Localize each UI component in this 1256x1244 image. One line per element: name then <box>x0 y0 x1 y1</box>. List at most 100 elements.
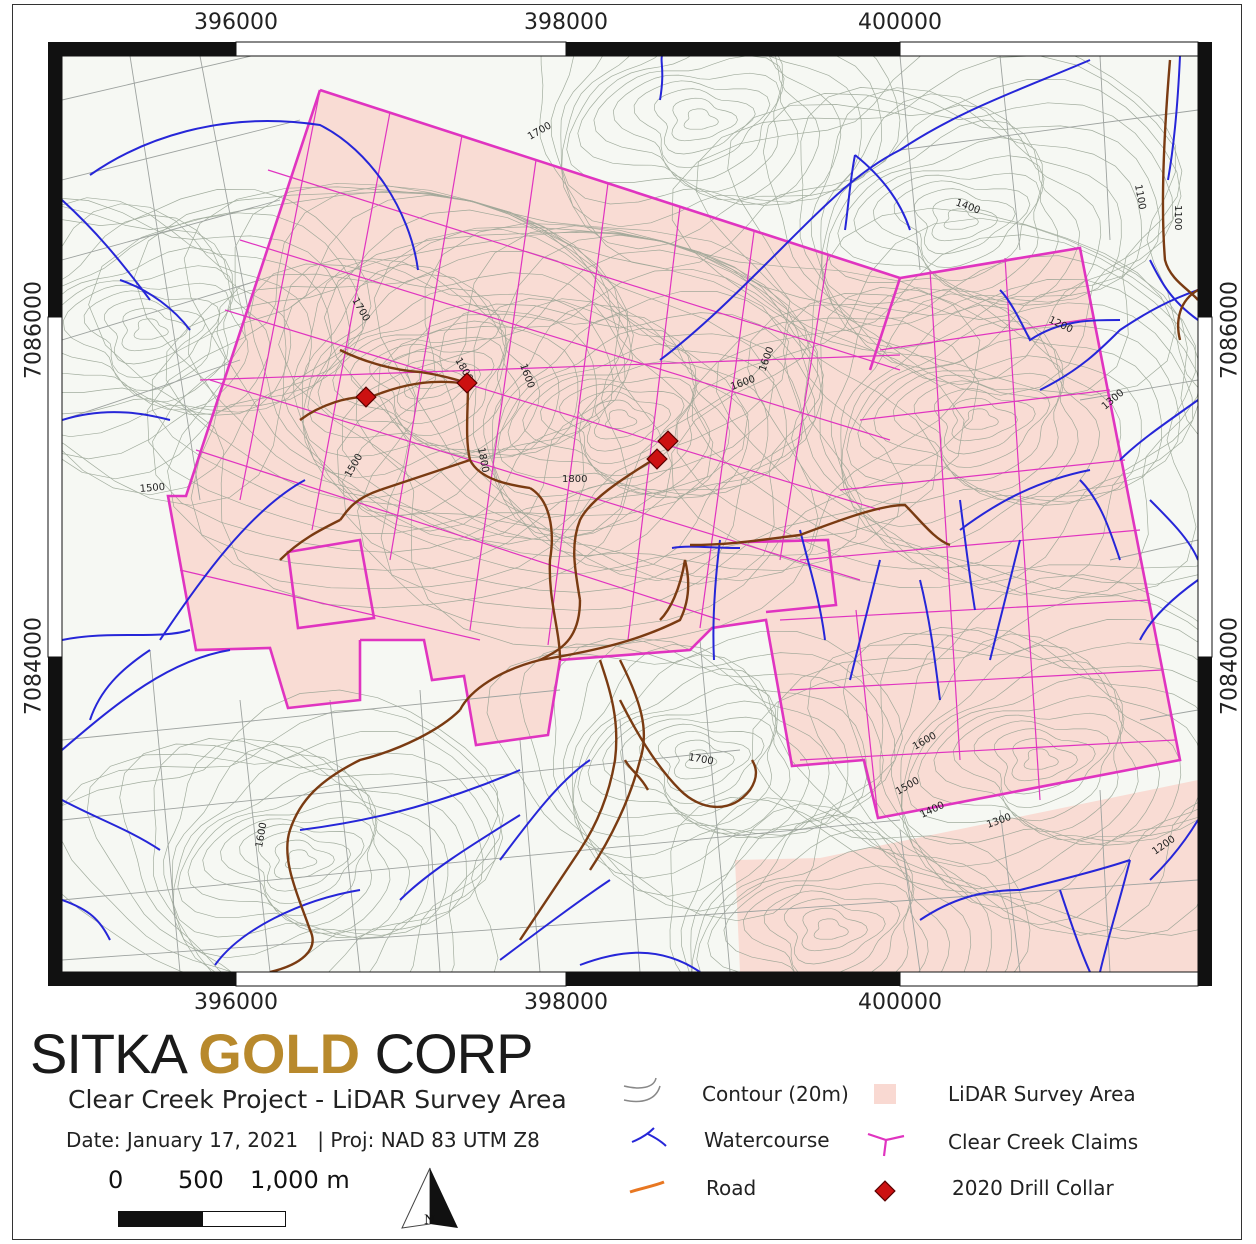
contour-line <box>671 207 1198 588</box>
contour-line <box>62 214 292 416</box>
contour-line <box>684 749 718 769</box>
clear-creek-claims <box>166 88 1182 820</box>
northing-label-left: 7086000 <box>21 281 47 379</box>
contour-line <box>323 232 979 630</box>
contour-line <box>837 137 1059 301</box>
contour-line <box>671 97 738 142</box>
contour-line <box>658 730 752 792</box>
contour-line <box>873 355 1065 493</box>
contour-line <box>900 633 1198 868</box>
contour-line <box>62 282 231 392</box>
contour-lines <box>62 56 1198 972</box>
contour-line <box>1023 748 1059 770</box>
contour-line <box>62 203 312 438</box>
contour-line <box>879 627 1198 910</box>
drill-collar-icon <box>874 1180 896 1202</box>
contour-label: 1500 <box>139 482 165 495</box>
contour-line <box>550 56 883 250</box>
contour-label: 1800 <box>475 447 490 474</box>
contour-line <box>355 249 819 582</box>
contour-line <box>892 372 1061 482</box>
northing-label-left: 7084000 <box>21 617 47 715</box>
contour-line <box>561 56 842 206</box>
contour-line <box>952 712 1121 822</box>
contour-label: 1100 <box>1172 205 1183 230</box>
contour-line <box>846 319 1101 505</box>
drill-collars <box>355 372 679 470</box>
contour-line <box>577 56 799 201</box>
contour-line <box>813 918 849 940</box>
contour-line <box>906 659 1161 845</box>
contour-line <box>369 343 495 425</box>
contour-line <box>890 627 1198 890</box>
contour-line <box>762 93 1174 386</box>
contour-line <box>917 677 1139 841</box>
contour-line <box>566 56 821 205</box>
contour-line <box>690 803 992 972</box>
contour-line <box>133 318 169 340</box>
claims-icon <box>867 1132 905 1157</box>
map-title: Clear Creek Project - LiDAR Survey Area <box>68 1085 567 1114</box>
drill-collar-marker[interactable] <box>646 448 668 470</box>
legend-label-drill: 2020 Drill Collar <box>952 1176 1114 1200</box>
contour-line <box>577 668 811 838</box>
lidar-main-polygon <box>168 90 1180 818</box>
easting-label-top: 400000 <box>858 10 942 35</box>
contour-line <box>472 298 804 557</box>
contour-label: 1700 <box>687 752 714 767</box>
claim-inner-block <box>286 538 376 630</box>
contour-line <box>163 738 467 972</box>
contour-line <box>414 369 448 389</box>
contour-line <box>973 720 1111 809</box>
drill-collar-marker[interactable] <box>355 386 377 408</box>
contour-line <box>104 298 206 365</box>
north-arrow-icon: N <box>401 1167 458 1229</box>
north-arrow-label: N <box>424 1213 435 1228</box>
contour-line <box>826 119 1081 305</box>
contour-line <box>727 79 1182 396</box>
contour-line <box>633 80 771 169</box>
contour-line <box>587 683 791 834</box>
contour-line <box>820 93 1122 328</box>
contour-line <box>62 189 372 506</box>
contour-line <box>119 743 496 972</box>
map-canvas[interactable]: 1700 1400 1100 1100 1700 1200 1800 1600 … <box>0 0 1256 1000</box>
legend-label-claims: Clear Creek Claims <box>948 1130 1139 1154</box>
contour-line <box>933 695 1125 833</box>
contour-line <box>519 643 896 912</box>
contour-line <box>439 303 816 572</box>
contour-line <box>853 155 1045 293</box>
scale-label-0: 0 <box>108 1166 124 1194</box>
contour-line <box>483 298 787 539</box>
contour-line <box>901 644 1182 846</box>
scale-label-1000: 1,000 m <box>250 1166 350 1194</box>
contour-line <box>784 898 886 965</box>
contour-line <box>840 293 1142 528</box>
contour-line <box>341 234 863 572</box>
contour-line <box>62 265 235 403</box>
contour-line <box>62 247 249 411</box>
contour-line <box>486 630 903 922</box>
contour-line <box>62 708 504 972</box>
contour-line <box>202 800 378 927</box>
contour-line <box>742 882 911 972</box>
contour-line <box>151 194 673 532</box>
contour-line <box>707 847 929 972</box>
contour-line <box>620 716 774 817</box>
scale-bar-white <box>202 1211 286 1227</box>
lidar-southeast-polygon <box>735 780 1198 972</box>
legend-label-road: Road <box>706 1176 757 1200</box>
map-projection: | Proj: NAD 83 UTM Z8 <box>317 1128 540 1152</box>
contour-line <box>563 638 867 879</box>
contour-line <box>696 56 1183 400</box>
contour-line <box>388 350 482 412</box>
drill-collar-marker[interactable] <box>657 430 679 452</box>
contour-line <box>723 865 915 972</box>
lidar-survey-area <box>168 90 1198 972</box>
contour-line <box>177 768 411 938</box>
contour-line <box>604 409 638 429</box>
contour-line <box>612 72 781 182</box>
contour-line <box>559 383 685 465</box>
drill-collar-marker[interactable] <box>456 372 478 394</box>
contour-line <box>914 188 1016 255</box>
